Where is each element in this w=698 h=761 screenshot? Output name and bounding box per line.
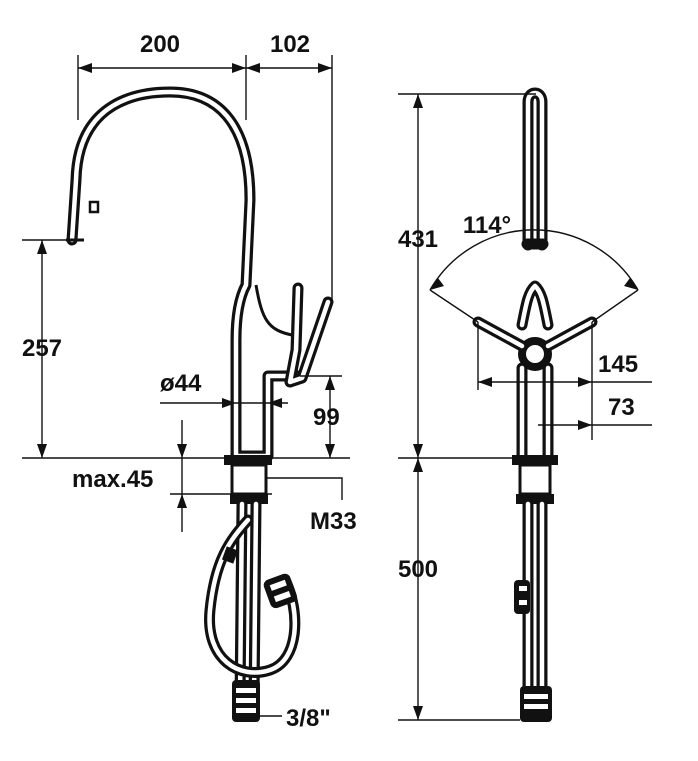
dim-width-wide: 145: [598, 351, 638, 378]
dim-connection: 3/8": [286, 705, 331, 732]
spout-body: [66, 86, 306, 462]
dim-max-deck: max.45: [72, 466, 153, 493]
front-spout: [516, 87, 554, 462]
hoses: [204, 498, 301, 722]
dim-spout-height: 257: [22, 335, 62, 362]
dim-lever-offset: 102: [270, 31, 310, 58]
front-base-nut: [512, 455, 558, 504]
dim-width-narrow: 73: [608, 394, 635, 421]
lever: [284, 282, 334, 388]
front-view: 431 114° 145 73 500: [398, 87, 652, 722]
dim-lever-height: 99: [313, 404, 340, 431]
side-dimension-lines: [22, 55, 350, 717]
base-nut: [224, 455, 272, 504]
dim-body-diameter: ø44: [160, 370, 202, 397]
dim-hose-length: 500: [398, 556, 438, 583]
front-lever-swing: [472, 316, 598, 352]
dim-swivel-angle: 114°: [463, 212, 511, 239]
side-view: 200 102 257 ø44 99 max.45 M33 3/8": [22, 31, 357, 732]
angle-arc: [429, 229, 639, 323]
front-dimension-lines: [398, 93, 652, 721]
dim-total-height: 431: [398, 226, 438, 253]
front-hoses: [514, 498, 552, 722]
dim-spout-reach: 200: [140, 31, 180, 58]
dim-thread: M33: [310, 508, 357, 535]
